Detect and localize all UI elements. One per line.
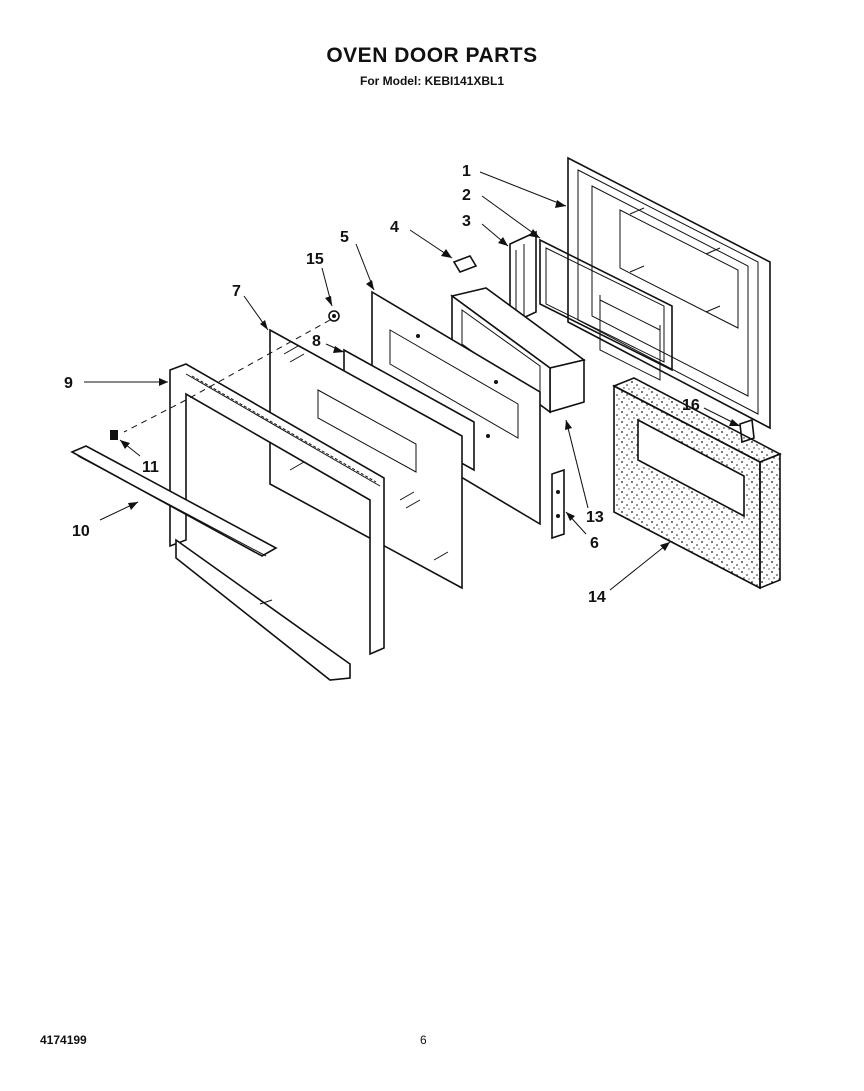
part-3-channel-bracket — [509, 230, 537, 326]
page-number: 6 — [420, 1033, 427, 1047]
callout-7: 7 — [232, 283, 241, 300]
callout-16: 16 — [682, 397, 700, 414]
callout-5: 5 — [340, 229, 349, 246]
callout-2: 2 — [462, 187, 471, 204]
part-6-hinge-bracket — [551, 468, 565, 540]
part-2-wire-frame — [539, 238, 673, 372]
page-title: OVEN DOOR PARTS — [326, 44, 538, 67]
part-4-clip — [452, 255, 478, 273]
callout-9: 9 — [64, 375, 73, 392]
part-14-insulation-pad — [612, 377, 782, 590]
leader-lines — [84, 171, 741, 591]
callout-1: 1 — [462, 163, 471, 180]
callout-14: 14 — [588, 589, 606, 606]
part-1-inner-door-panel — [567, 156, 771, 430]
callout-13: 13 — [586, 509, 604, 526]
callout-8: 8 — [312, 333, 321, 350]
document-number: 4174199 — [40, 1033, 87, 1047]
callout-11: 11 — [142, 459, 159, 476]
part-10-handle-bar — [70, 445, 278, 557]
part-15-screw — [328, 310, 340, 322]
callout-15: 15 — [306, 251, 324, 268]
callout-3: 3 — [462, 213, 471, 230]
part-9-door-frame — [169, 363, 385, 681]
model-subtitle: For Model: KEBI141XBL1 — [359, 74, 505, 88]
callout-4: 4 — [390, 219, 399, 236]
alignment-dashed-line — [123, 319, 331, 433]
part-11-clip — [110, 430, 118, 440]
callout-10: 10 — [72, 523, 90, 540]
callout-6: 6 — [590, 535, 599, 552]
